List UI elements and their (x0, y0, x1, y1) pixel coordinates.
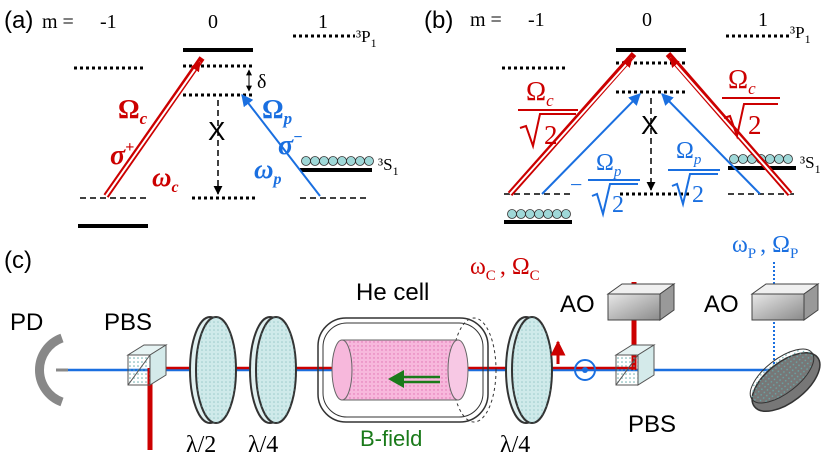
half-wave-label: λ/2 (186, 432, 216, 458)
b-omega-p-right-fraction: Ωp 2 (668, 138, 720, 208)
quarter-wave-left-label: λ/4 (248, 432, 278, 458)
forbidden-mark: X (208, 116, 225, 146)
panel-a-m-minus1: -1 (100, 11, 117, 33)
svg-text:Ωc: Ωc (728, 64, 756, 98)
svg-text:Ωp: Ωp (676, 138, 702, 168)
atom-population (301, 156, 374, 166)
panel-b-m-0: 0 (642, 9, 652, 31)
b-omega-c-left-fraction: Ωc 2 (518, 76, 578, 150)
cell-label: He cell (356, 279, 429, 306)
b-probe-right (661, 93, 761, 195)
panel-a-m-0: 0 (208, 11, 218, 33)
quarter-wave-plate-left (249, 316, 297, 424)
panel-a-lower-state: ³S1 (378, 155, 399, 178)
svg-text:Ωp: Ωp (596, 150, 622, 180)
ao-modulator-coupling (606, 283, 676, 321)
photodetector (34, 333, 68, 407)
probe-beam-a (241, 94, 321, 197)
half-wave-plate (189, 316, 237, 424)
svg-text:2: 2 (612, 192, 624, 218)
b-coupling-left-core (509, 57, 633, 195)
ao-coupling-label: AO (560, 291, 595, 318)
b-probe-left (541, 93, 641, 195)
panel-b: (b) m = -1 0 1 ³P1 (424, 7, 821, 224)
quarter-wave-right-label: λ/4 (500, 432, 530, 458)
sigma-minus-label: σ− (278, 129, 303, 161)
panel-b-lower-state: ³S1 (800, 153, 821, 176)
probe-polarization-marker (574, 359, 596, 381)
b-atom-population-right (729, 154, 793, 164)
panel-c-tag: (c) (4, 247, 32, 274)
probe-beam-label: ωP,ΩP (732, 232, 798, 262)
mirror (749, 348, 821, 412)
omega-p-label-a: Ωp (262, 94, 292, 128)
ao-probe-label: AO (704, 291, 739, 318)
b-field-label: B-field (360, 426, 422, 451)
pbs-left-cube (126, 344, 168, 386)
panel-b-m-1: 1 (758, 9, 768, 31)
pbs-right-cube (614, 344, 656, 386)
ao-modulator-probe (750, 283, 820, 321)
panel-b-upper-state: ³P1 (790, 23, 811, 46)
svg-text:Ωc: Ωc (526, 76, 554, 110)
panel-a-m-1: 1 (318, 11, 328, 33)
panel-b-tag: (b) (424, 7, 453, 34)
quarter-wave-plate-right (505, 316, 553, 424)
coupling-beam-a-core (105, 61, 201, 197)
panel-a-upper-state: ³P1 (356, 27, 377, 50)
sigma-plus-label: σ+ (110, 139, 134, 171)
panel-a: (a) m = -1 0 1 ³P1 δ ³S1 (4, 7, 399, 228)
panel-a-m-label: m = (42, 11, 74, 33)
panel-b-m-label: m = (470, 9, 502, 31)
b-coupling-right-core (669, 57, 791, 195)
pd-label: PD (10, 309, 43, 336)
panel-c: (c) ωC,ΩC ωP,ΩP PD PBS (4, 232, 821, 458)
omega-c-label-a: Ωc (118, 94, 148, 128)
b-forbidden-mark: X (641, 110, 658, 140)
b-field-arrow (388, 370, 440, 388)
panel-b-m-minus1: -1 (528, 9, 545, 31)
panel-a-tag: (a) (4, 7, 33, 34)
omega-c-freq-label: ωc (152, 162, 179, 196)
svg-text:−: − (570, 172, 582, 197)
b-omega-c-right-fraction: Ωc 2 (722, 64, 780, 140)
omega-p-freq-label: ωp (254, 154, 282, 188)
b-atom-population-left (507, 209, 571, 219)
svg-text:2: 2 (544, 120, 558, 150)
pbs-left-label: PBS (104, 309, 152, 336)
helium-cell (317, 317, 497, 423)
b-omega-p-left-fraction: − Ωp 2 (570, 150, 640, 218)
pbs-right-label: PBS (628, 411, 676, 438)
detuning-label: δ (257, 71, 266, 93)
svg-text:2: 2 (692, 182, 704, 208)
coupling-beam-label: ωC,ΩC (470, 254, 540, 284)
svg-text:2: 2 (748, 110, 762, 140)
